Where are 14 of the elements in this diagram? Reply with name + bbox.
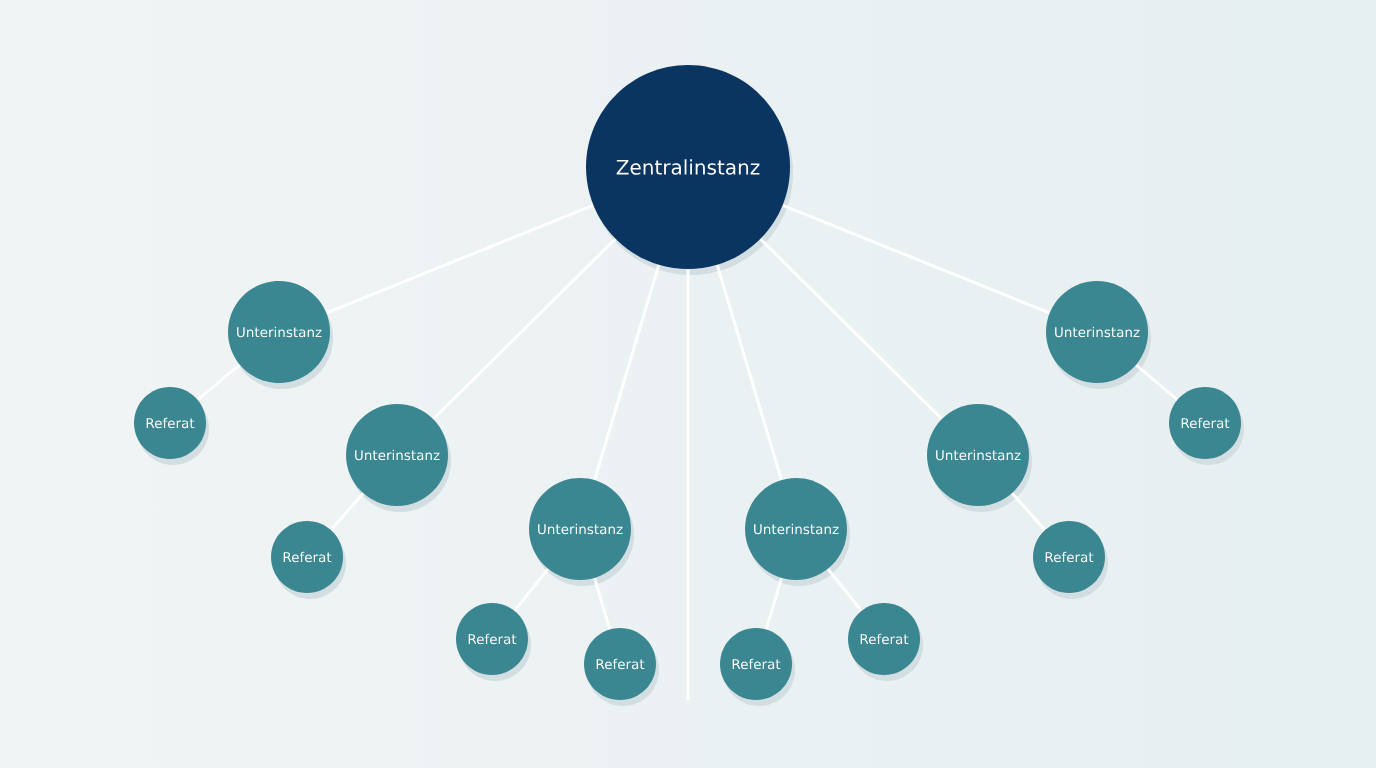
- connector-line: [1135, 364, 1179, 401]
- connector-line: [764, 577, 783, 630]
- connector-line: [513, 568, 550, 612]
- connector-line: [593, 264, 661, 481]
- connector-line: [197, 363, 241, 401]
- connector-line: [593, 577, 612, 630]
- connector-line: [715, 264, 783, 481]
- connector-line: [329, 492, 365, 531]
- connector-line: [326, 203, 594, 315]
- connector-line: [782, 203, 1050, 315]
- connector-line: [432, 237, 617, 420]
- connector-line: [1011, 492, 1046, 531]
- connector-line: [826, 568, 863, 612]
- connector-line: [759, 238, 943, 420]
